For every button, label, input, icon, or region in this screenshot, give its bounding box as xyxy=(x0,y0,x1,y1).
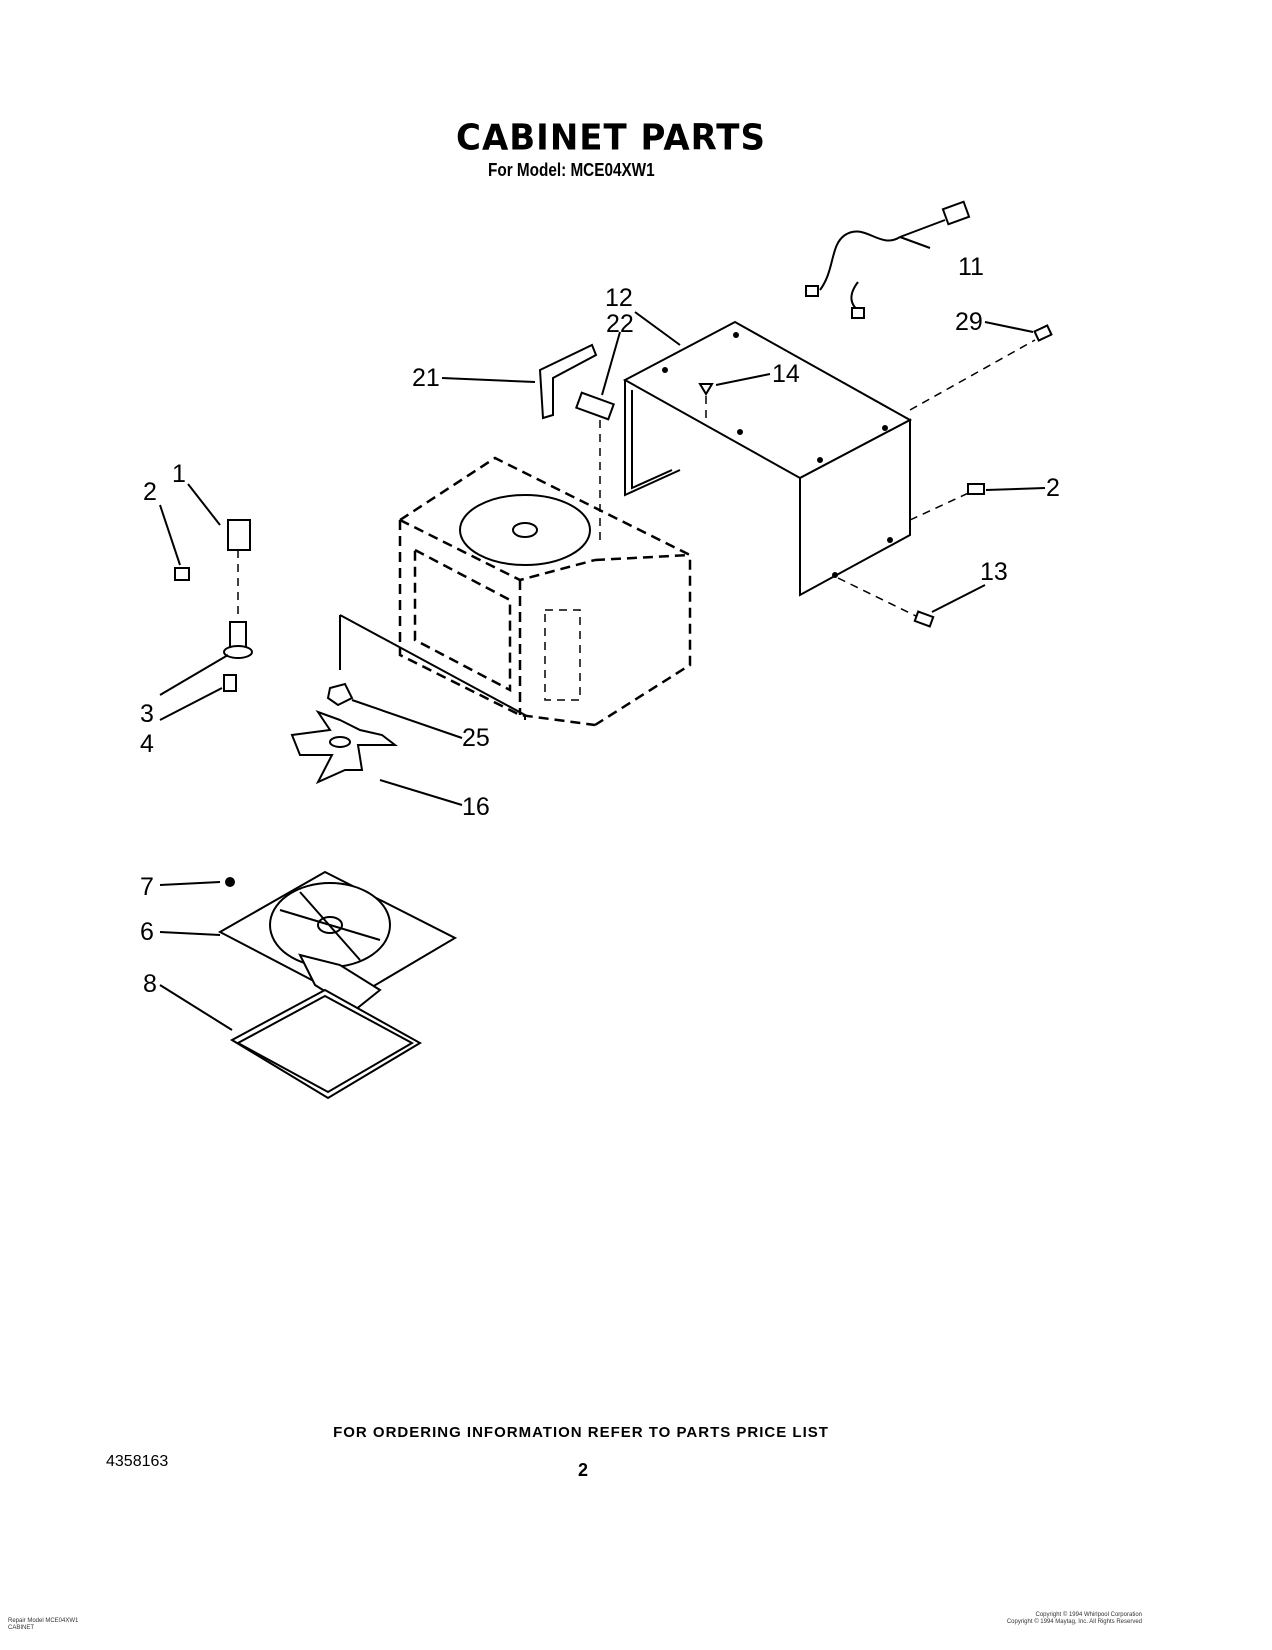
stirrer-fan-part-16 xyxy=(290,710,398,785)
screw-part-4 xyxy=(223,674,237,692)
callout-11: 11 xyxy=(958,253,984,281)
callout-3: 3 xyxy=(140,700,154,728)
callout-8: 8 xyxy=(143,970,157,998)
callout-1: 1 xyxy=(172,460,186,488)
callout-7: 7 xyxy=(140,873,154,901)
power-cord-part xyxy=(805,200,971,319)
page-number: 2 xyxy=(578,1460,589,1480)
screw-part-2-right xyxy=(967,483,985,495)
small-print-right: Copyright © 1994 Whirlpool Corporation C… xyxy=(930,1612,1142,1626)
oven-chassis-dashed-part xyxy=(398,420,692,727)
bottom-plate-part-6 xyxy=(217,870,458,1012)
model-subtitle: For Model: MCE04XW1 xyxy=(488,160,655,180)
callout-12: 12 xyxy=(605,284,633,312)
choke-part-21 xyxy=(538,343,598,420)
screw-part-14 xyxy=(698,383,714,420)
callout-2-left: 2 xyxy=(143,478,157,506)
small-print-right-line1: Copyright © 1994 Whirlpool Corporation xyxy=(1035,1612,1142,1618)
choke-part-22 xyxy=(575,391,615,421)
callout-4: 4 xyxy=(140,730,154,758)
callout-21: 21 xyxy=(412,364,440,392)
door-seal-part xyxy=(339,614,526,720)
callout-6: 6 xyxy=(140,918,154,946)
document-number: 4358163 xyxy=(106,1453,169,1470)
callout-22: 22 xyxy=(606,310,634,338)
callout-16: 16 xyxy=(462,793,490,821)
callout-29: 29 xyxy=(955,308,983,336)
small-print-right-line2: Copyright © 1994 Maytag, Inc. All Rights… xyxy=(1006,1619,1142,1625)
outer-cabinet-wrapper-part xyxy=(622,320,1036,619)
small-print-left-line1: Repair Model MCE04XW1 xyxy=(8,1618,79,1624)
callout-13: 13 xyxy=(980,558,1008,586)
bottom-cover-part-8 xyxy=(229,988,422,1100)
ordering-note: FOR ORDERING INFORMATION REFER TO PARTS … xyxy=(333,1424,829,1441)
leader-lines xyxy=(159,236,1046,1031)
screw-part-29 xyxy=(1033,324,1053,342)
door-latch-part-1 xyxy=(227,519,251,620)
callout-labels: 1 2 2 3 4 6 7 8 11 12 13 14 16 21 22 25 … xyxy=(140,253,1060,998)
callout-25: 25 xyxy=(462,724,490,752)
callout-14: 14 xyxy=(772,360,800,388)
callout-2-right: 2 xyxy=(1046,474,1060,502)
screw-part-13 xyxy=(913,610,935,628)
small-print-left-line2: CABINET xyxy=(8,1625,35,1631)
screw-part-2-left xyxy=(174,567,190,581)
coupler-part-25 xyxy=(326,682,354,707)
hinge-part-3 xyxy=(223,621,253,659)
screw-part-7 xyxy=(225,877,235,887)
small-print-left: Repair Model MCE04XW1 CABINET xyxy=(8,1618,78,1632)
page-title: CABINET PARTS xyxy=(456,117,766,159)
